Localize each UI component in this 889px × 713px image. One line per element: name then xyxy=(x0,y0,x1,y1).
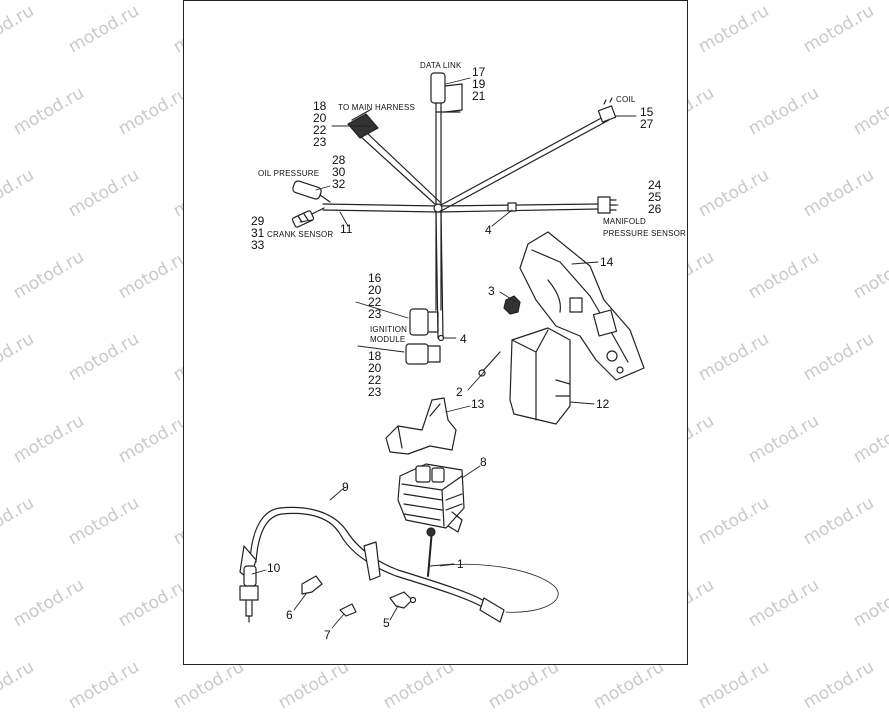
data-link-label: DATA LINK xyxy=(420,61,462,70)
coil-label: COIL xyxy=(616,95,636,104)
callout-11: 11 xyxy=(340,222,353,236)
callout-23: 23 xyxy=(313,135,327,149)
harness-clip xyxy=(507,202,517,212)
callout-9: 9 xyxy=(342,480,349,494)
callout-14: 14 xyxy=(600,255,614,269)
callout-5: 5 xyxy=(383,616,390,630)
callout-26: 26 xyxy=(648,202,662,216)
callout-30: 30 xyxy=(332,165,346,179)
callout-18-im2: 18 xyxy=(368,349,382,363)
part-8-ignition-coil xyxy=(397,463,465,533)
callout-17: 17 xyxy=(472,65,486,79)
callout-22-im2: 22 xyxy=(368,373,382,387)
callout-22-im: 22 xyxy=(368,295,382,309)
crank-sensor-label: CRANK SENSOR xyxy=(267,230,334,239)
part-6-clip xyxy=(301,575,323,595)
harness-junction xyxy=(433,203,443,213)
callout-20-im: 20 xyxy=(368,283,382,297)
callout-31: 31 xyxy=(251,226,265,240)
oil-pressure-label: OIL PRESSURE xyxy=(258,169,320,178)
callout-7: 7 xyxy=(324,628,331,642)
callout-6: 6 xyxy=(286,608,293,622)
callout-20: 20 xyxy=(313,111,327,125)
main-harness-label: TO MAIN HARNESS xyxy=(338,103,416,112)
oil-pressure-connector xyxy=(292,180,331,203)
callout-4-lower: 4 xyxy=(460,332,467,346)
part-10-spark-plug xyxy=(239,565,259,623)
callout-leaders xyxy=(251,77,637,629)
callout-20-im2: 20 xyxy=(368,361,382,375)
part-2-screw xyxy=(481,351,501,373)
part-1-bolt xyxy=(427,529,433,577)
callout-12: 12 xyxy=(596,397,610,411)
callout-29: 29 xyxy=(251,214,265,228)
callout-32: 32 xyxy=(332,177,346,191)
callout-28: 28 xyxy=(332,153,346,167)
callout-19: 19 xyxy=(472,77,486,91)
callout-15: 15 xyxy=(640,105,654,119)
part-5-clip xyxy=(389,591,413,609)
ignition-label: IGNITION xyxy=(370,325,408,334)
part-3-nut xyxy=(503,295,521,315)
part-7-bracket xyxy=(339,603,357,617)
callout-3: 3 xyxy=(488,284,495,298)
data-link-connector xyxy=(430,72,463,113)
part-13-bracket xyxy=(385,397,457,455)
callout-8: 8 xyxy=(480,455,487,469)
manifold-label: MANIFOLD xyxy=(603,217,646,226)
callout-1: 1 xyxy=(457,557,464,571)
part-12-module xyxy=(509,327,571,425)
pressure-sensor-label: PRESSURE SENSOR xyxy=(603,229,687,238)
callout-16: 16 xyxy=(368,271,382,285)
module-label: MODULE xyxy=(370,335,406,344)
parts-illustration xyxy=(239,72,645,629)
crank-sensor-connector xyxy=(291,207,325,228)
main-harness-connector xyxy=(347,109,379,139)
callout-27: 27 xyxy=(640,117,654,131)
callout-22: 22 xyxy=(313,123,327,137)
ignition-module-connectors xyxy=(405,308,445,365)
callout-10: 10 xyxy=(267,561,281,575)
callout-23-im2: 23 xyxy=(368,385,382,399)
callout-33: 33 xyxy=(251,238,265,252)
callout-2: 2 xyxy=(456,385,463,399)
callout-18: 18 xyxy=(313,99,327,113)
callout-23-im: 23 xyxy=(368,307,382,321)
callout-24: 24 xyxy=(648,178,662,192)
callout-13: 13 xyxy=(471,397,485,411)
callout-25: 25 xyxy=(648,190,662,204)
callout-4-upper: 4 xyxy=(485,223,492,237)
callout-21: 21 xyxy=(472,89,486,103)
coil-connector xyxy=(597,97,617,123)
harness-wires xyxy=(322,100,610,339)
part-14-housing xyxy=(519,231,645,381)
